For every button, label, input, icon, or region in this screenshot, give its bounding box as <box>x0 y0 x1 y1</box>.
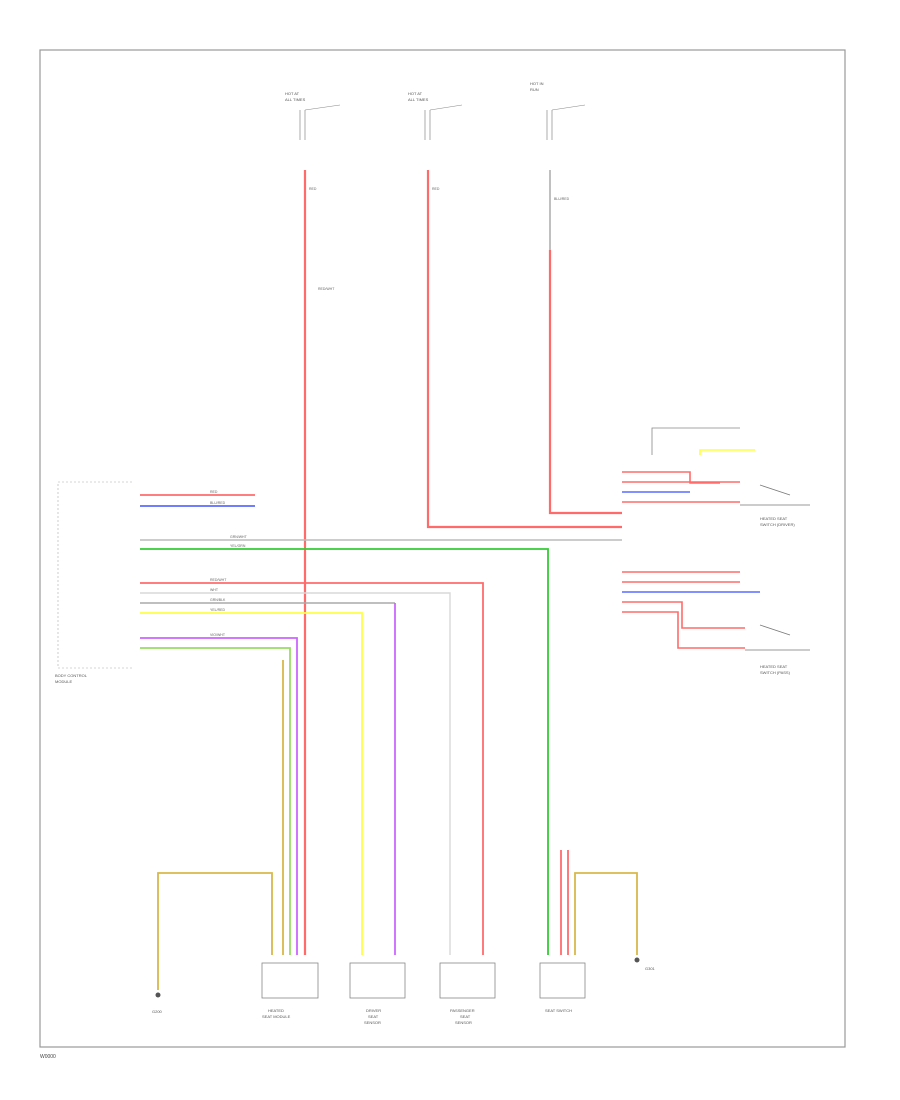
wire-red-feed-2 <box>426 170 622 529</box>
diagram-frame <box>39 49 846 1048</box>
wire-code-red-2: RED <box>432 187 440 191</box>
wire-ochre-ground-left <box>157 872 273 990</box>
right-switch-2-label-1: HEATED SEAT <box>760 664 788 669</box>
wire-white <box>140 592 451 955</box>
wire-code-yel-grn: YEL/GRN <box>230 544 246 548</box>
ground-right-icon <box>634 957 640 963</box>
wire-ochre-ground-right <box>574 872 638 955</box>
wire-code-blu-red-bcm-1: BLU/RED <box>210 501 226 505</box>
ground-right-label: G301 <box>645 966 656 971</box>
wire-code-red-wht-1: RED/WHT <box>318 287 335 291</box>
wire-red-to-switch <box>140 582 484 955</box>
wire-code-grn-blk: GRN/BLK <box>210 598 226 602</box>
right-switch-2-label-2: SWITCH (PASS) <box>760 670 791 675</box>
component-2-label-1: DRIVER <box>366 1008 381 1013</box>
component-2-label-2: SEAT <box>368 1014 379 1019</box>
wire-code-blu-red-3: BLU/RED <box>554 197 570 201</box>
wire-green-long <box>140 548 549 955</box>
component-driver-seat-sensor: DRIVER SEAT SENSOR <box>349 962 406 1025</box>
fuse-3-label-2: RUN <box>530 87 539 92</box>
wire-code-wht: WHT <box>210 588 219 592</box>
wire-red-feed-3 <box>548 250 622 515</box>
right-switch-1-label-2: SWITCH (DRIVER) <box>760 522 795 527</box>
wire-code-red-wht-2: RED/WHT <box>210 578 227 582</box>
component-heated-seat-module: HEATED SEAT MODULE <box>261 962 319 1019</box>
module-bracket <box>57 481 132 669</box>
fuse-1-label-2: ALL TIMES <box>285 97 306 102</box>
page-code: W0000 <box>40 1054 56 1060</box>
left-module-label-1: BODY CONTROL <box>55 673 88 678</box>
fuse-1-label-1: HOT AT <box>285 91 300 96</box>
right-switch-1: HEATED SEAT SWITCH (DRIVER) <box>622 427 810 527</box>
fuse-2-label-2: ALL TIMES <box>408 97 429 102</box>
component-3-label-1: PASSENGER <box>450 1008 475 1013</box>
fuse-2-label-1: HOT AT <box>408 91 423 96</box>
component-3-label-3: SENSOR <box>455 1020 472 1025</box>
left-module-label-2: MODULE <box>55 679 72 684</box>
fuse-block-3: HOT IN RUN <box>530 81 586 140</box>
component-seat-switch: SEAT SWITCH <box>539 962 586 1013</box>
wire-code-red-1: RED <box>309 187 317 191</box>
wire-yellow <box>140 612 363 955</box>
fuse-3-label-1: HOT IN <box>530 81 544 86</box>
component-passenger-seat-sensor: PASSENGER SEAT SENSOR <box>439 962 496 1025</box>
fuse-block-1: HOT AT ALL TIMES <box>285 91 341 140</box>
ground-left-label: G200 <box>152 1009 163 1014</box>
component-2-label-3: SENSOR <box>364 1020 381 1025</box>
wire-green-module <box>140 647 291 955</box>
right-switch-1-label-1: HEATED SEAT <box>760 516 788 521</box>
wire-code-red-bcm-1: RED <box>210 490 218 494</box>
component-3-label-2: SEAT <box>460 1014 471 1019</box>
component-1-label-2: SEAT MODULE <box>262 1014 291 1019</box>
right-switch-2: HEATED SEAT SWITCH (PASS) <box>622 571 810 675</box>
ground-left-icon <box>155 992 161 998</box>
wire-violet-module <box>140 637 298 955</box>
wire-code-vio-wht: VIO/WHT <box>210 633 226 637</box>
wire-code-grn-wht: GRN/WHT <box>230 535 248 539</box>
fuse-block-2: HOT AT ALL TIMES <box>408 91 463 140</box>
component-4-label-1: SEAT SWITCH <box>545 1008 572 1013</box>
component-1-label-1: HEATED <box>268 1008 284 1013</box>
wire-code-yel-red: YEL/RED <box>210 608 225 612</box>
